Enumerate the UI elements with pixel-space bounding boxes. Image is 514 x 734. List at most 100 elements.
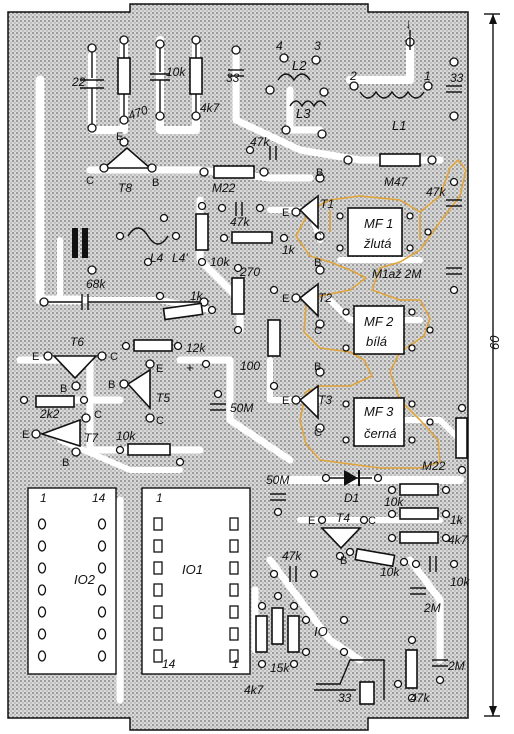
diode-d1-label: D1 xyxy=(344,491,359,505)
ic-pad xyxy=(37,650,47,662)
cap-10k-br-label: 10k xyxy=(450,575,470,589)
plus-sign: + xyxy=(186,360,194,375)
t2-label: T2 xyxy=(318,291,332,305)
ic-io1-footprint xyxy=(141,487,251,675)
if-strip-highlight xyxy=(295,159,467,469)
ic-io2-footprint xyxy=(27,487,117,675)
t2-e-pin: E xyxy=(282,293,289,305)
cap-33-top-label: 33 xyxy=(226,71,240,85)
res-4k7-c-label: 4k7 xyxy=(244,683,265,697)
t5-b-pin: B xyxy=(108,379,115,391)
ic-io2-pin1: 1 xyxy=(40,491,47,505)
ic-pad xyxy=(37,562,47,574)
t8-e-pin: E xyxy=(116,131,123,143)
t6-label: T6 xyxy=(70,335,84,349)
upper-row-parts xyxy=(199,145,437,179)
t1-e-pin: E xyxy=(282,207,289,219)
ic-pad xyxy=(153,649,163,663)
t1-label: T1 xyxy=(320,197,334,211)
cap-33-right-label: 33 xyxy=(450,71,464,85)
ic-pad xyxy=(229,583,239,597)
t2-b-pin: B xyxy=(314,257,321,269)
t4-c-pin: C xyxy=(368,515,376,527)
t4-e-pin: E xyxy=(308,515,315,527)
inductor-l4-label: L4 xyxy=(150,251,164,265)
ic-pad xyxy=(229,649,239,663)
ic-pad xyxy=(97,540,107,552)
t8-c-pin: C xyxy=(86,175,94,187)
ic-pad xyxy=(97,628,107,640)
cap-2M-b-label: 2M xyxy=(447,659,465,673)
mid-row-parts xyxy=(195,201,289,267)
dimension-marker: 60 xyxy=(484,13,502,717)
t3-label: T3 xyxy=(318,393,332,407)
ic-io1-label: IO1 xyxy=(182,562,203,577)
cap-M1az2M-label: M1až 2M xyxy=(372,267,421,281)
connector-top xyxy=(265,30,433,139)
t1-c-pin: C xyxy=(314,231,322,243)
pin-2-label: 2 xyxy=(349,69,357,83)
res-10k-b-label: 10k xyxy=(116,429,136,443)
res-1k-a-label: 1k xyxy=(282,243,296,257)
inductor-l1-label: L1 xyxy=(392,118,406,133)
cap-50M-b-label: 50M xyxy=(266,473,289,487)
if-filter-1-name: MF 1 xyxy=(364,216,393,231)
cap-10k-top-label: 10k xyxy=(166,65,186,79)
res-1k-c-label: 1k xyxy=(450,513,464,527)
ic-pad xyxy=(229,539,239,553)
pin-3-label: 3 xyxy=(314,39,321,53)
transistor-t8 xyxy=(99,137,157,173)
transistor-t5 xyxy=(119,359,155,423)
cap-2M-a-label: 2M xyxy=(423,601,441,615)
if-filter-2-color: bílá xyxy=(366,334,387,349)
ic-pad xyxy=(229,627,239,641)
ic-pad xyxy=(97,518,107,530)
res-47k-bottom-label: 47k xyxy=(410,691,430,705)
res-1k-b-label: 1k xyxy=(190,289,204,303)
t3-b-pin: B xyxy=(314,361,321,373)
dimension-label: 60 xyxy=(487,335,502,350)
cap-47k-a-label: 47k xyxy=(250,135,270,149)
if-filter-3-color: černá xyxy=(364,426,397,441)
cap-68k-label: 68k xyxy=(86,277,106,291)
t8-b-pin: B xyxy=(152,177,159,189)
ic-pad xyxy=(153,517,163,531)
cap-47k-c-label: 47k xyxy=(282,549,302,563)
res-12k-label: 12k xyxy=(186,341,206,355)
res-M47-label: M47 xyxy=(384,175,409,189)
t8-label: T8 xyxy=(118,181,132,195)
res-10k-a-label: 10k xyxy=(210,255,230,269)
t4-b-pin: B xyxy=(340,555,347,567)
t6-e-pin: E xyxy=(32,351,39,363)
ic-io2-label: IO2 xyxy=(74,572,96,587)
ic-io1-pin1: 1 xyxy=(156,491,163,505)
res-2k2-label: 2k2 xyxy=(39,407,60,421)
ic-io2-pin14: 14 xyxy=(92,491,106,505)
if-filter-2 xyxy=(353,305,405,355)
res-10k-d-label: 10k xyxy=(380,565,400,579)
transistor-t3 xyxy=(291,367,325,433)
t6-b-pin: B xyxy=(60,383,67,395)
res-100-label: 100 xyxy=(240,359,260,373)
ic-pad xyxy=(153,539,163,553)
res-15k-label: 15k xyxy=(270,661,290,675)
t3-e-pin: E xyxy=(282,395,289,407)
inductor-l2-label: L2 xyxy=(292,58,307,73)
transistor-t2 xyxy=(291,265,325,329)
ic-pad xyxy=(97,584,107,596)
t7-b-pin: B xyxy=(62,457,69,469)
inductor-l4-block xyxy=(72,213,181,275)
t2-c-pin: C xyxy=(314,325,322,337)
cap-47k-b-label: 47k xyxy=(230,215,250,229)
top-left-block xyxy=(80,35,203,133)
t3-c-pin: C xyxy=(314,427,322,439)
t5-c-pin: C xyxy=(156,415,164,427)
pin-1-label: 1 xyxy=(424,69,431,83)
pin-4-label: 4 xyxy=(276,39,283,53)
t5-e-pin: E xyxy=(156,363,163,375)
ic-pad xyxy=(97,606,107,618)
ic-pad xyxy=(153,605,163,619)
t4-label: T4 xyxy=(336,511,350,525)
ic-pad xyxy=(153,561,163,575)
if-filter-1 xyxy=(347,207,403,257)
